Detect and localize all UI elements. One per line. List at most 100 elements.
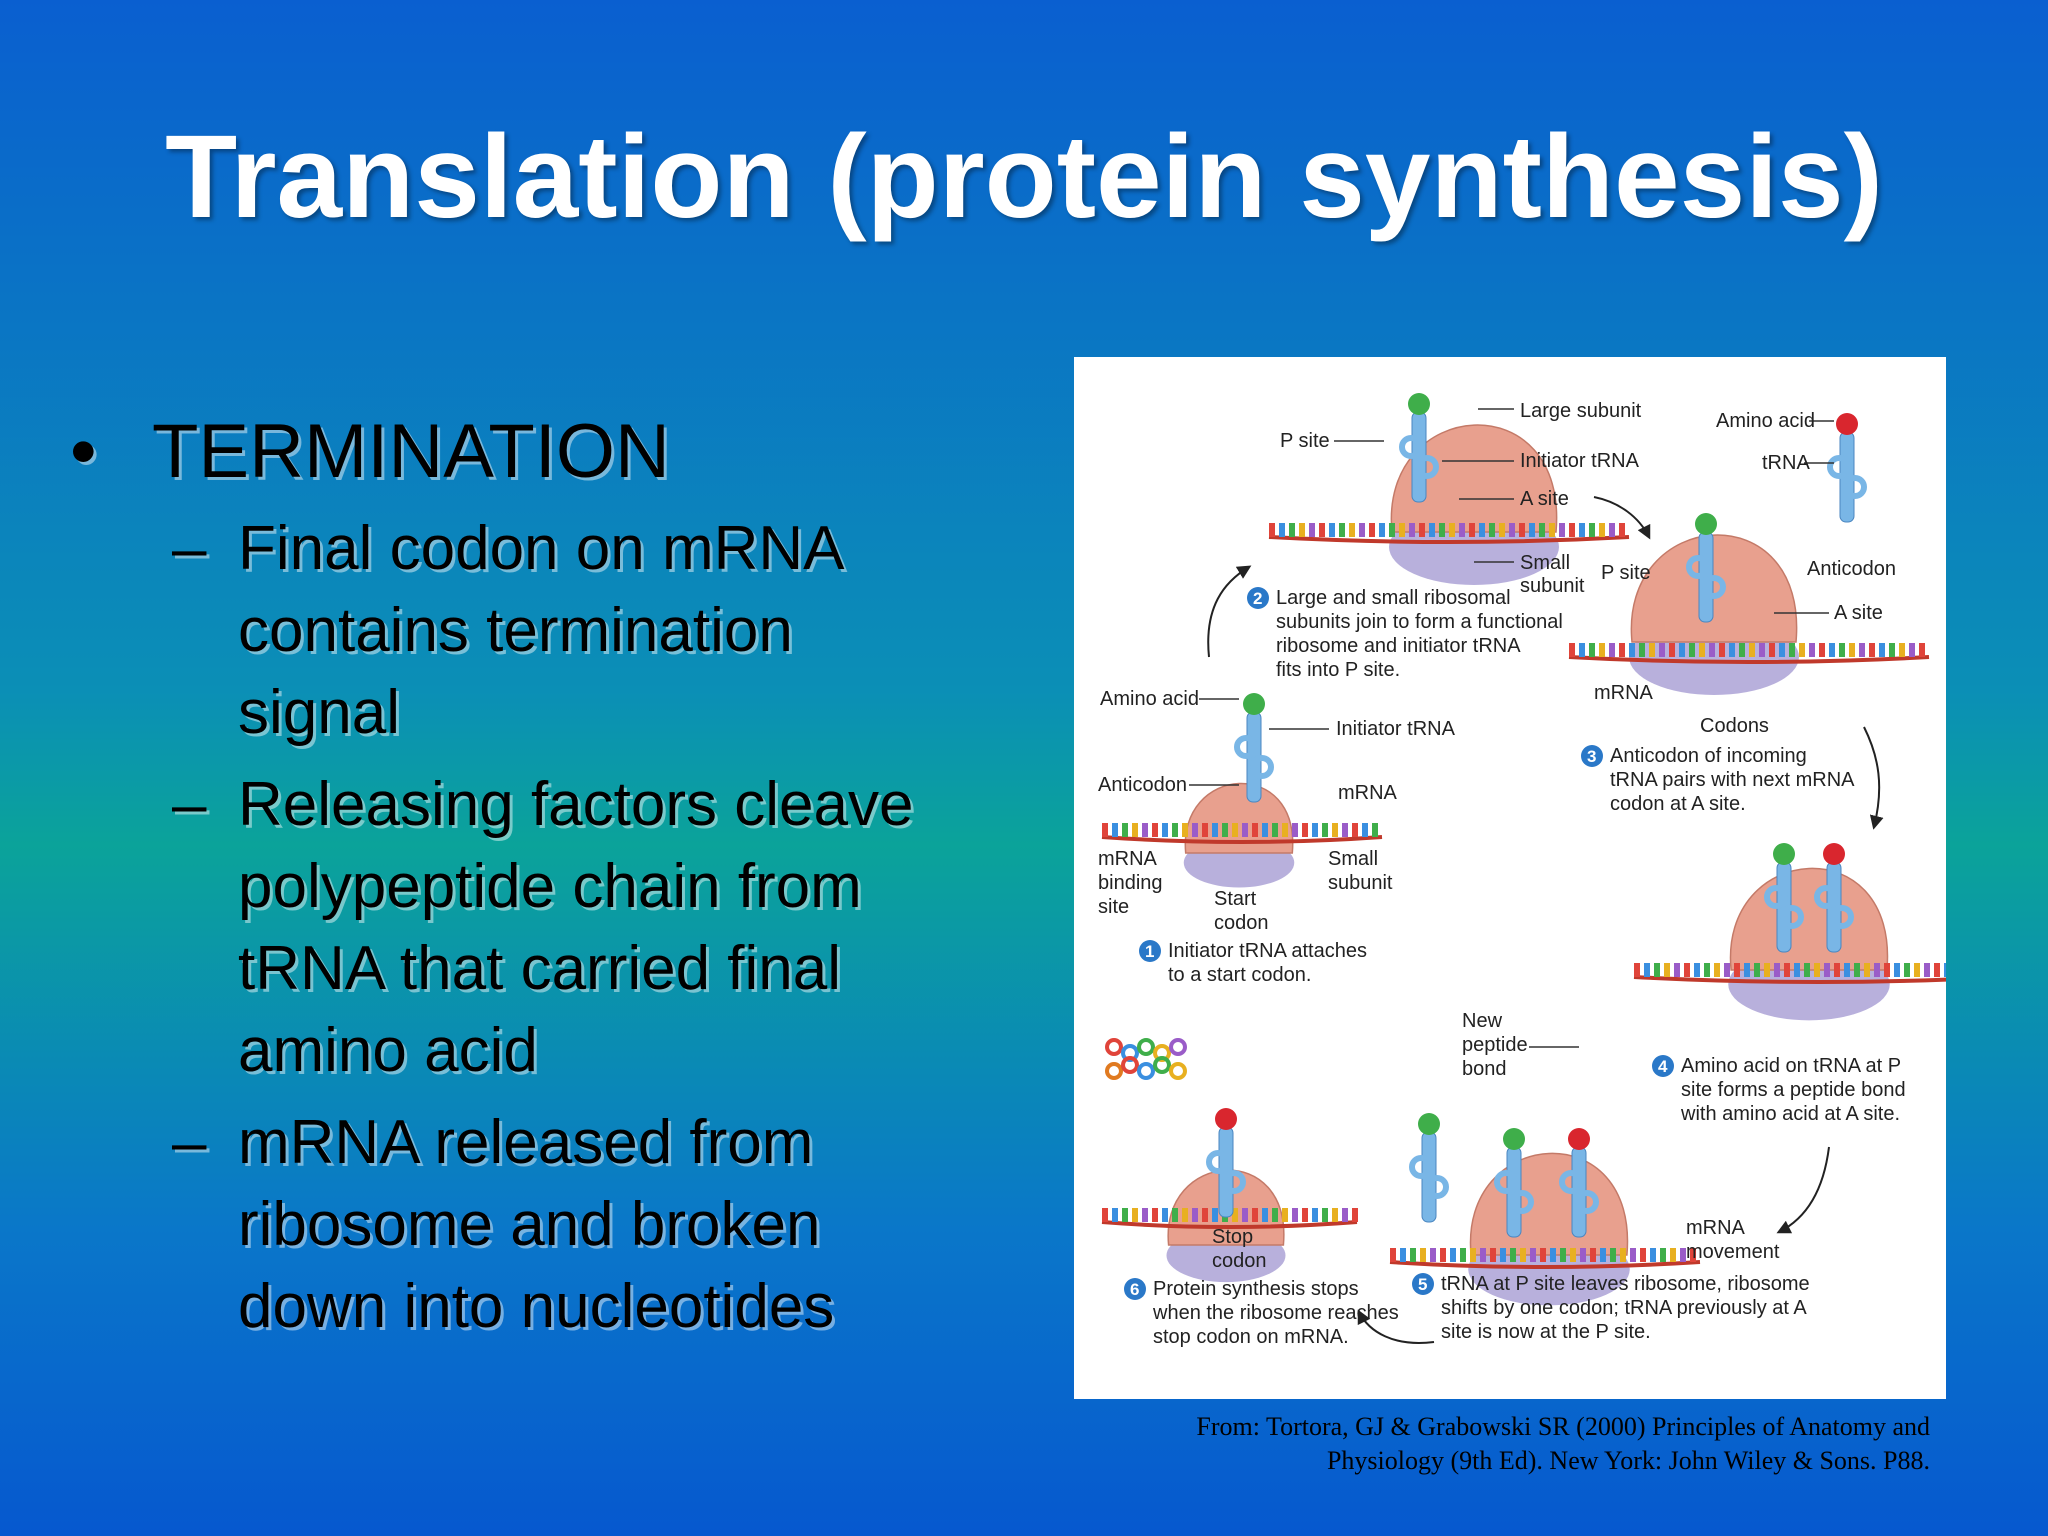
trna-loop: [1494, 1170, 1518, 1194]
nucleotide: [1262, 823, 1268, 837]
nucleotide: [1272, 1208, 1278, 1222]
amino-acid-ball: [1243, 693, 1265, 715]
nucleotide: [1839, 643, 1845, 657]
label-new-peptide-bond: peptide: [1462, 1034, 1528, 1056]
nucleotide: [1904, 963, 1910, 977]
nucleotide: [1410, 1248, 1416, 1262]
nucleotide: [1400, 1248, 1406, 1262]
nucleotide: [1520, 1248, 1526, 1262]
sub-bullet-marker: –: [172, 1107, 207, 1177]
nucleotide: [1884, 963, 1890, 977]
nucleotide: [1332, 1208, 1338, 1222]
ribosome-step-4: [1728, 867, 1890, 1021]
large-subunit: [1390, 424, 1558, 533]
trna-step-3: [1686, 513, 1726, 623]
step-6-description: when the ribosome reaches: [1152, 1302, 1399, 1324]
nucleotide: [1834, 963, 1840, 977]
mrna-step-2: [1268, 523, 1630, 544]
nucleotide: [1799, 643, 1805, 657]
nucleotide: [1122, 823, 1128, 837]
label-p-site: P site: [1280, 430, 1330, 452]
nucleotide: [1499, 523, 1505, 537]
nucleotide: [1674, 963, 1680, 977]
label-a-site: A site: [1520, 488, 1569, 510]
label-initiator-trna: Initiator tRNA: [1520, 450, 1640, 472]
nucleotide: [1670, 1248, 1676, 1262]
step-4-description: with amino acid at A site.: [1680, 1103, 1900, 1125]
nucleotide: [1112, 823, 1118, 837]
trna-loop: [1843, 475, 1867, 499]
nucleotide: [1399, 523, 1405, 537]
nucleotide: [1252, 823, 1258, 837]
label-trna: tRNA: [1762, 452, 1810, 474]
step-number: 6: [1130, 1280, 1139, 1299]
mrna-strand: [1633, 975, 1946, 984]
nucleotide: [1864, 963, 1870, 977]
nucleotide: [1569, 643, 1575, 657]
nucleotide: [1549, 523, 1555, 537]
nucleotide: [1664, 963, 1670, 977]
nucleotide: [1699, 643, 1705, 657]
incoming-trna: [1827, 413, 1867, 523]
trna-loop: [1425, 1175, 1449, 1199]
nucleotide: [1580, 1248, 1586, 1262]
nucleotide: [1620, 1248, 1626, 1262]
nucleotide: [1299, 523, 1305, 537]
step-2-description: Large and small ribosomal: [1276, 587, 1511, 609]
nucleotide: [1192, 1208, 1198, 1222]
sub-bullet-line: Final codon on mRNA: [238, 513, 845, 583]
nucleotide: [1894, 963, 1900, 977]
leaving-trna: [1409, 1113, 1449, 1223]
nucleotide: [1680, 1248, 1686, 1262]
nucleotide: [1579, 643, 1585, 657]
nucleotide: [1289, 523, 1295, 537]
nucleotide: [1599, 643, 1605, 657]
nucleotide: [1759, 643, 1765, 657]
nucleotide: [1744, 963, 1750, 977]
step-5-description: tRNA at P site leaves ribosome, ribosome: [1441, 1273, 1810, 1295]
step-number-badge: [1652, 1055, 1674, 1077]
trna-loop: [1206, 1150, 1230, 1174]
label-mrna-movement: mRNA: [1686, 1217, 1746, 1239]
label-small-subunit: Small: [1520, 552, 1570, 574]
nucleotide: [1302, 823, 1308, 837]
nucleotide: [1102, 823, 1108, 837]
nucleotide: [1689, 643, 1695, 657]
nucleotide: [1889, 643, 1895, 657]
nucleotide: [1600, 1248, 1606, 1262]
amino-acid-ball: [1418, 1113, 1440, 1135]
nucleotide: [1619, 523, 1625, 537]
sub-bullet-line: signal: [238, 677, 400, 747]
sub-bullet-line: down into nucleotides: [238, 1271, 835, 1341]
nucleotide: [1704, 963, 1710, 977]
nucleotide: [1569, 523, 1575, 537]
nucleotide: [1329, 523, 1335, 537]
trna-loop: [1830, 905, 1854, 929]
trna-p-site-4: [1764, 843, 1804, 953]
mrna-strand: [1389, 1260, 1701, 1269]
nucleotide: [1439, 523, 1445, 537]
nucleotide: [1242, 1208, 1248, 1222]
nucleotide: [1609, 523, 1615, 537]
nucleotide: [1510, 1248, 1516, 1262]
nucleotide: [1924, 963, 1930, 977]
nucleotide: [1430, 1248, 1436, 1262]
amino-acid-ball: [1568, 1128, 1590, 1150]
step-2-description: ribosome and initiator tRNA: [1276, 635, 1521, 657]
step-4-description: Amino acid on tRNA at P: [1681, 1055, 1901, 1077]
nucleotide: [1714, 963, 1720, 977]
sub-bullet-marker: –: [172, 513, 207, 583]
nucleotide: [1694, 963, 1700, 977]
trna-loop: [1415, 455, 1439, 479]
label-stop-codon: Stop: [1212, 1226, 1253, 1248]
polypeptide-chain-residue: [1121, 1056, 1139, 1074]
nucleotide: [1719, 643, 1725, 657]
nucleotide: [1359, 523, 1365, 537]
trna-loop: [1764, 885, 1788, 909]
nucleotide: [1122, 1208, 1128, 1222]
nucleotide: [1142, 1208, 1148, 1222]
step-4-description: site forms a peptide bond: [1681, 1079, 1906, 1101]
nucleotide: [1774, 963, 1780, 977]
